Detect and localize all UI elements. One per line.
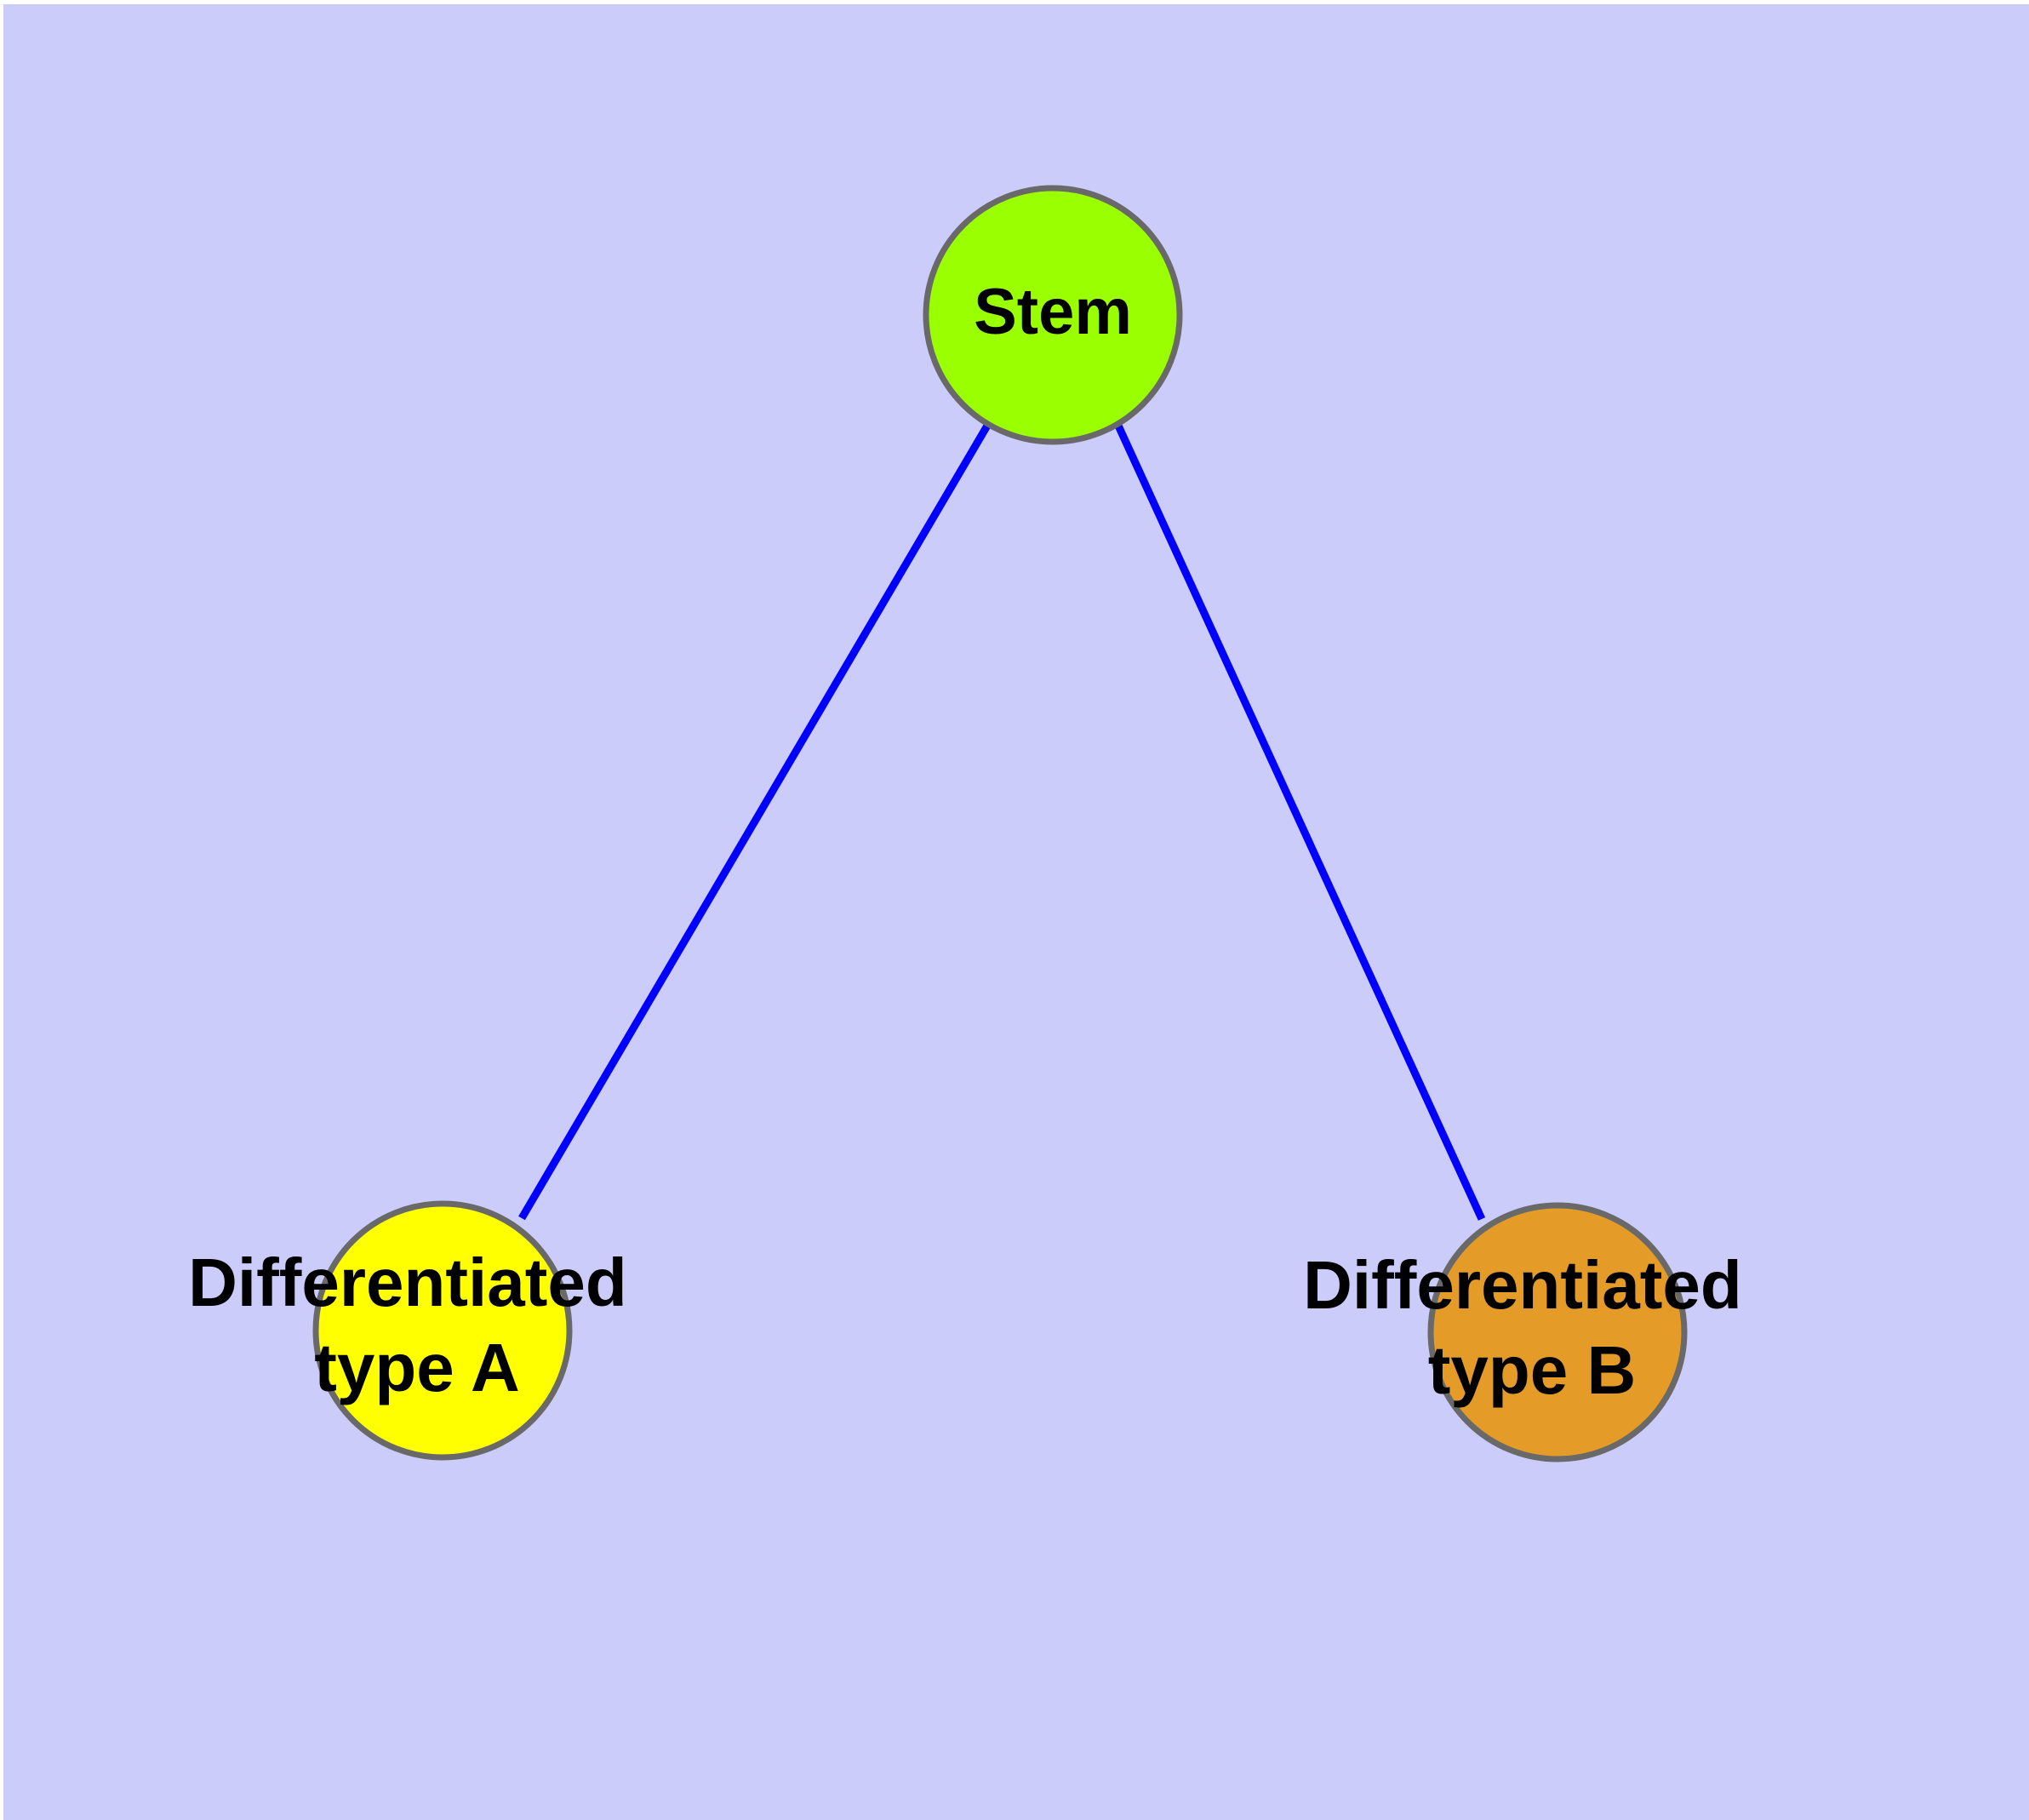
node-label-differentiated-type-a: Differentiated type A [188, 1245, 646, 1405]
node-differentiated-type-b[interactable] [1427, 1202, 1688, 1462]
nodes-layer [312, 185, 1688, 1462]
node-label-differentiated-type-a-line-2: type A [314, 1330, 520, 1405]
edges-layer [518, 423, 1486, 1221]
node-label-differentiated-type-b-line-2: type B [1428, 1332, 1637, 1408]
edge-stem-to-diff-b[interactable] [1114, 424, 1486, 1221]
edge-stem-to-diff-a[interactable] [518, 423, 991, 1221]
node-label-differentiated-type-b: Differentiated type B [1303, 1247, 1761, 1408]
node-label-differentiated-type-a-line-1: Differentiated [188, 1245, 627, 1320]
node-differentiated-type-a[interactable] [312, 1200, 573, 1461]
labels-layer: Stem Differentiated type A Differentiate… [188, 276, 1761, 1408]
node-stem[interactable] [923, 185, 1183, 445]
node-label-stem: Stem [974, 276, 1132, 348]
node-label-stem-line-1: Stem [974, 276, 1132, 348]
node-label-differentiated-type-b-line-1: Differentiated [1303, 1247, 1742, 1323]
